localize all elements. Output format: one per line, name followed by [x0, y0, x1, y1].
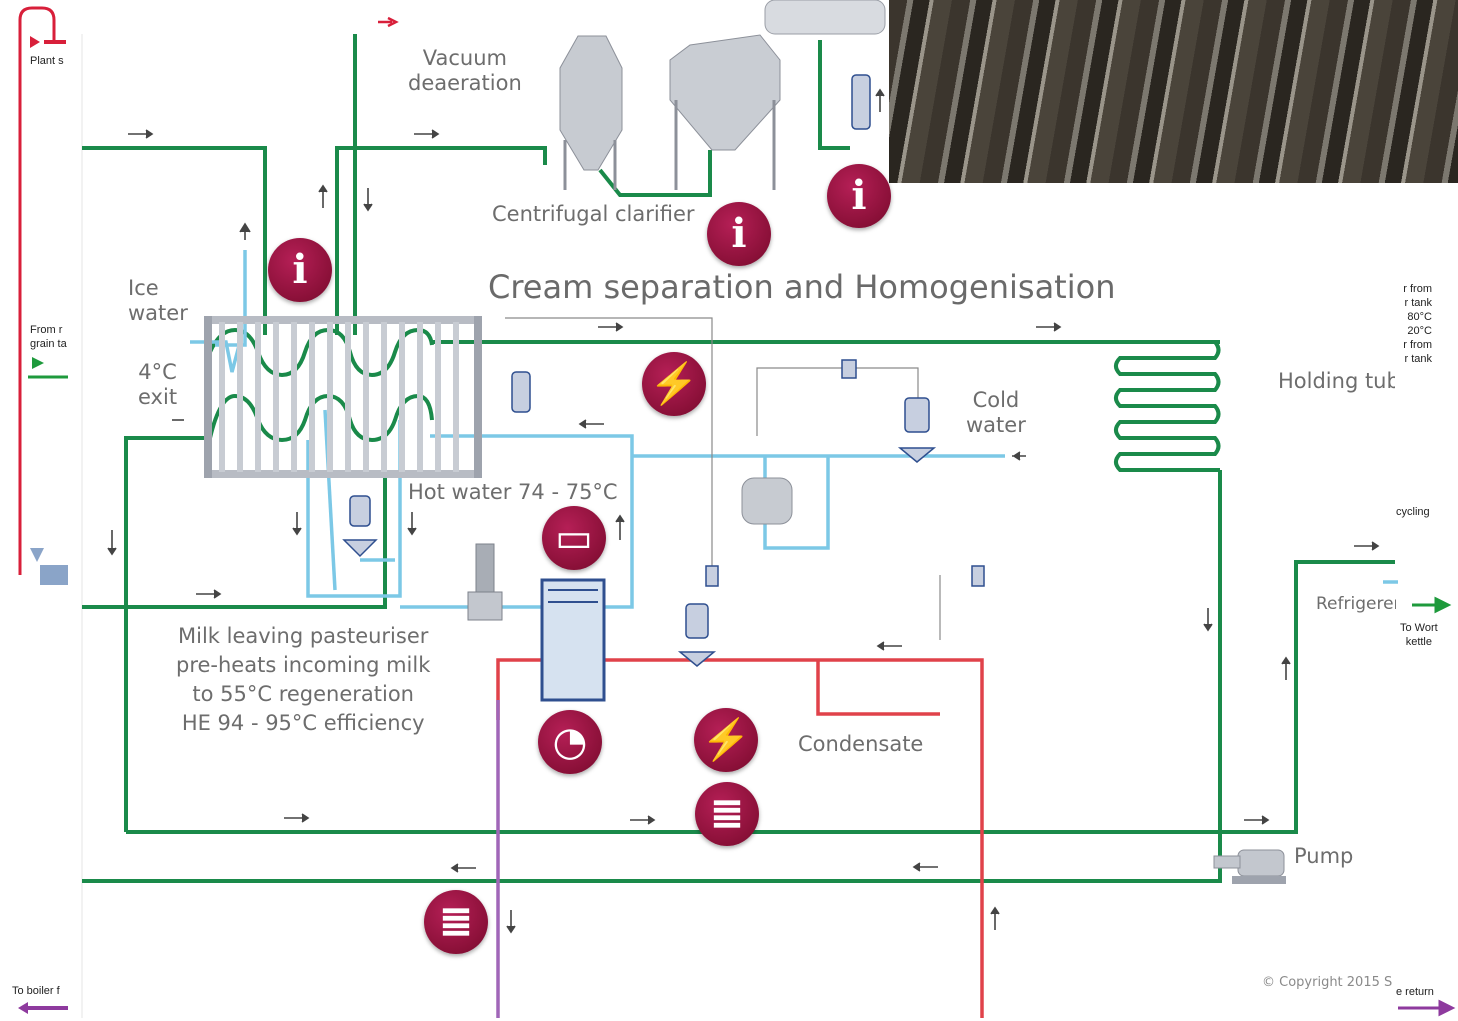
refrigerant-label: Refrigerer — [1316, 594, 1396, 614]
left-red-arrow-icon — [30, 36, 66, 48]
pipework-photo — [889, 0, 1458, 183]
hot-water-pump — [467, 543, 503, 621]
control-lines — [505, 317, 941, 640]
info-icon: i — [731, 210, 747, 257]
control-valves — [342, 74, 985, 667]
power-button-lower[interactable]: ⚡ — [694, 708, 758, 772]
info-icon: i — [851, 172, 867, 219]
vacuum-deaeration-label: Vacuum deaeration — [408, 46, 522, 96]
plant-label: Plant s — [30, 55, 64, 67]
laptop-icon: ▭ — [555, 514, 593, 561]
product-lines — [82, 34, 1395, 883]
heat-exchanger-info-button[interactable]: i — [268, 238, 332, 302]
left-green-arrow-icon — [32, 357, 44, 369]
gauge-button[interactable]: ◔ — [538, 710, 602, 774]
power-button-upper[interactable]: ⚡ — [642, 352, 706, 416]
to-wort-green-arrow-icon — [1412, 596, 1452, 614]
info-icon: i — [292, 246, 308, 293]
left-red-loop — [18, 6, 56, 575]
tank-info-label: r from r tank 80°C 20°C r from r tank — [1403, 283, 1432, 365]
cycling-label: cycling — [1396, 506, 1430, 518]
product-pump — [1213, 849, 1286, 884]
from-grain-label: From r grain ta — [30, 324, 67, 350]
top-red-arrow-icon — [378, 16, 399, 28]
vacuum-info-button[interactable]: i — [827, 164, 891, 228]
cold-water-label: Cold water — [966, 388, 1026, 438]
left-valve-icon — [30, 548, 68, 585]
hot-water-label: Hot water 74 - 75°C — [408, 480, 618, 504]
clarifier-label: Centrifugal clarifier — [492, 202, 695, 226]
centrifugal-clarifier — [669, 0, 886, 190]
document-button-right[interactable]: ≣ — [695, 782, 759, 846]
right-purple-arrow-icon — [1398, 999, 1456, 1017]
condensate-label: Condensate — [798, 732, 924, 756]
return-label: e return — [1396, 986, 1434, 998]
expansion-tank — [741, 477, 793, 525]
regeneration-note: Milk leaving pasteuriser pre-heats incom… — [176, 624, 431, 735]
left-side-panel — [18, 6, 68, 1014]
gauge-icon: ◔ — [552, 718, 588, 765]
copyright-text: © Copyright 2015 S — [1262, 975, 1393, 990]
laptop-button[interactable]: ▭ — [542, 506, 606, 570]
pump-label: Pump — [1294, 844, 1354, 868]
flow-arrows — [107, 88, 1380, 934]
exit-temp-label: 4°C exit — [138, 360, 178, 410]
to-wort-label: To Wort kettle — [1400, 622, 1438, 648]
diagram-title: Cream separation and Homogenisation — [488, 268, 1116, 306]
left-purple-arrow-icon — [18, 1002, 68, 1014]
tubular-heater — [540, 578, 606, 702]
document-icon: ≣ — [439, 898, 473, 945]
deaeration-vessel — [559, 35, 623, 190]
document-icon: ≣ — [710, 790, 744, 837]
holding-tube-label: Holding tub — [1278, 369, 1395, 393]
document-button-left[interactable]: ≣ — [424, 890, 488, 954]
water-lines — [190, 250, 1398, 609]
plate-heat-exchanger — [204, 316, 482, 478]
clarifier-info-button[interactable]: i — [707, 202, 771, 266]
lightning-icon: ⚡ — [701, 716, 751, 763]
lightning-icon: ⚡ — [649, 360, 699, 407]
ice-water-label: Ice water — [128, 276, 188, 326]
to-boiler-label: To boiler f — [12, 985, 60, 997]
